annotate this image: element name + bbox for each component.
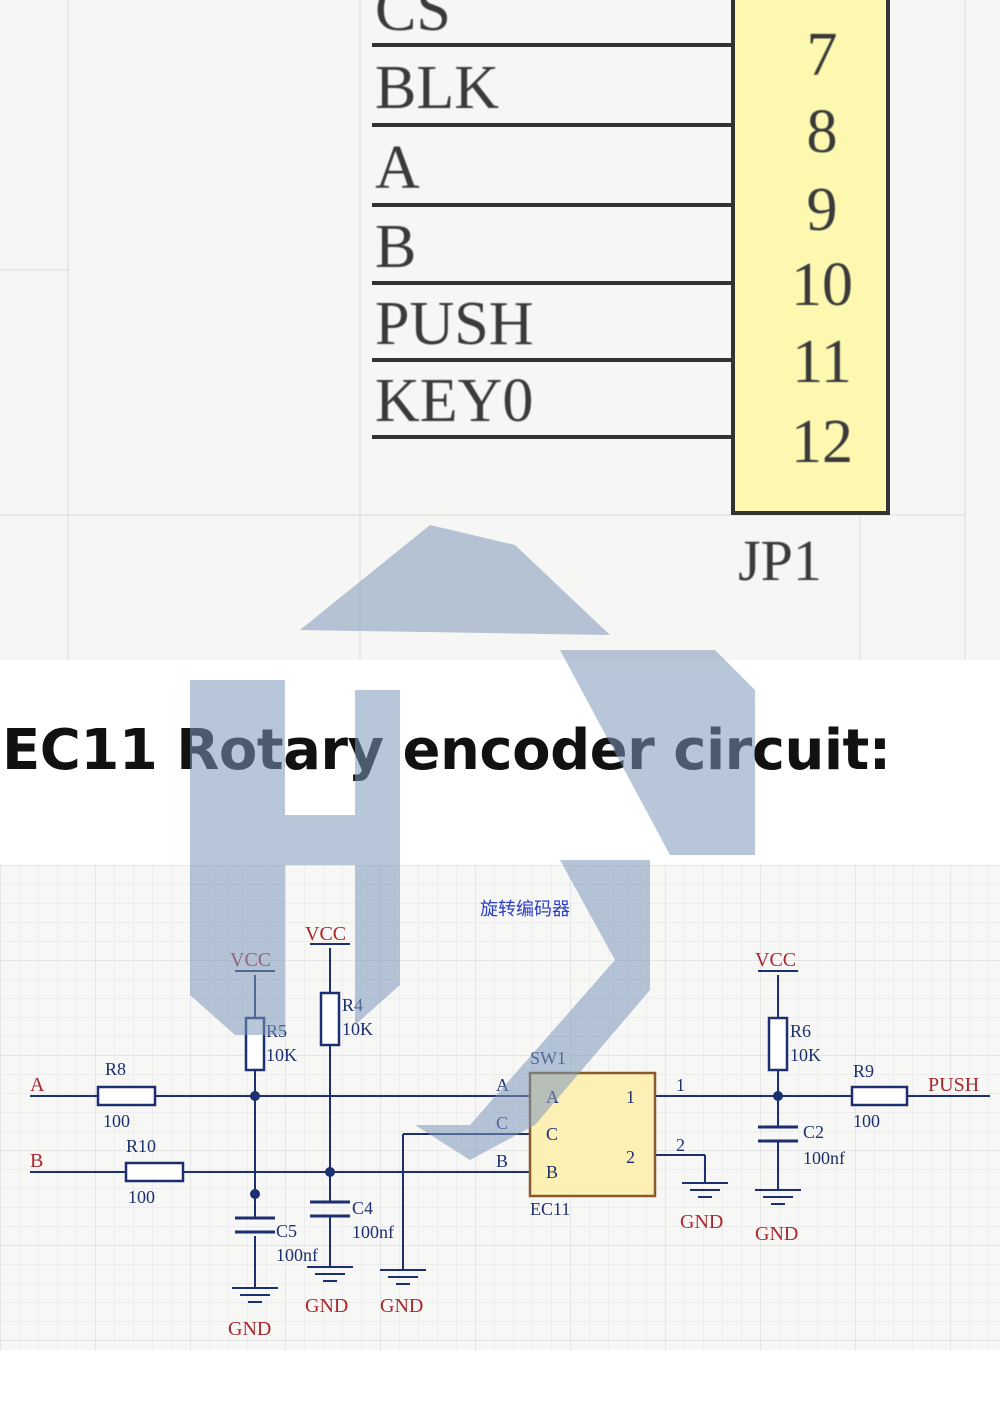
input-a-label: A bbox=[30, 1074, 45, 1096]
gnd-label: GND bbox=[228, 1318, 271, 1340]
gnd-symbol-c4 bbox=[307, 1266, 353, 1282]
c4-value: 100nf bbox=[352, 1222, 394, 1242]
switch-pin-a-outer: A bbox=[496, 1075, 509, 1095]
schematic-grid bbox=[0, 865, 1000, 1350]
resistor-r5 bbox=[244, 1016, 266, 1072]
signal-labels: CS BLK A B PUSH KEY0 bbox=[375, 0, 534, 435]
pin-number: 8 bbox=[807, 98, 838, 166]
pin-number: 11 bbox=[792, 328, 852, 396]
switch-part: EC11 bbox=[530, 1199, 570, 1219]
switch-pin-c-inner: C bbox=[546, 1124, 558, 1144]
vcc-label: VCC bbox=[755, 949, 796, 971]
vcc-label: VCC bbox=[230, 949, 271, 971]
gnd-label: GND bbox=[305, 1295, 348, 1317]
signal-label-blk: BLK bbox=[375, 54, 499, 122]
r9-value: 100 bbox=[853, 1111, 880, 1131]
c5-ref: C5 bbox=[276, 1221, 297, 1241]
switch-pin-1-outer: 1 bbox=[676, 1075, 685, 1095]
gnd-symbol-sw bbox=[682, 1182, 728, 1198]
r8-ref: R8 bbox=[105, 1059, 126, 1079]
r9-ref: R9 bbox=[853, 1061, 874, 1081]
r6-value: 10K bbox=[790, 1045, 821, 1065]
switch-pin-2-outer: 2 bbox=[676, 1135, 685, 1155]
r6-ref: R6 bbox=[790, 1021, 811, 1041]
pin-number: 7 bbox=[807, 21, 838, 89]
signal-label-b: B bbox=[375, 213, 416, 281]
c2-value: 100nf bbox=[803, 1148, 845, 1168]
gnd-label: GND bbox=[380, 1295, 423, 1317]
rotary-encoder-note: 旋转编码器 bbox=[480, 899, 570, 919]
resistor-r8 bbox=[96, 1085, 157, 1107]
pin-number: 12 bbox=[791, 408, 853, 476]
connector-panel: CS BLK A B PUSH KEY0 7 8 9 10 11 12 JP1 bbox=[0, 0, 1000, 660]
resistor-r9 bbox=[850, 1085, 909, 1107]
signal-label-cs: CS bbox=[375, 0, 451, 44]
signal-label-key0: KEY0 bbox=[375, 367, 533, 435]
pin-number: 10 bbox=[791, 251, 853, 319]
resistor-r10 bbox=[124, 1161, 185, 1183]
switch-pin-b-inner: B bbox=[546, 1162, 558, 1182]
pin-number: 9 bbox=[807, 176, 838, 244]
signal-wires bbox=[372, 43, 733, 439]
signal-label-push: PUSH bbox=[375, 290, 534, 358]
capacitors bbox=[235, 1125, 798, 1234]
resistor-r4 bbox=[319, 991, 341, 1047]
input-b-label: B bbox=[30, 1150, 43, 1172]
c2-ref: C2 bbox=[803, 1122, 824, 1142]
gnd-symbol-c bbox=[380, 1269, 426, 1285]
resistor-r6 bbox=[767, 1016, 789, 1072]
switch-pin-b-outer: B bbox=[496, 1151, 508, 1171]
schematic-panel: VCC VCC VCC GND GND GND GND GND A B PUSH… bbox=[0, 865, 1000, 1350]
c5-value: 100nf bbox=[276, 1245, 318, 1265]
connector-ref: JP1 bbox=[738, 528, 822, 593]
connector-drawing: CS BLK A B PUSH KEY0 7 8 9 10 11 12 JP1 bbox=[0, 0, 966, 660]
r8-value: 100 bbox=[103, 1111, 130, 1131]
connector-body bbox=[731, 0, 890, 515]
ground-symbols bbox=[232, 1182, 801, 1303]
gnd-symbol-c5 bbox=[232, 1287, 278, 1303]
r4-ref: R4 bbox=[342, 995, 363, 1015]
schematic-drawing: VCC VCC VCC GND GND GND GND GND A B PUSH… bbox=[0, 865, 1000, 1350]
switch-pin-2-inner: 2 bbox=[626, 1147, 635, 1167]
output-push-label: PUSH bbox=[928, 1074, 979, 1096]
signal-label-a: A bbox=[375, 134, 420, 202]
c4-ref: C4 bbox=[352, 1198, 373, 1218]
gnd-symbol-c2 bbox=[755, 1189, 801, 1205]
junctions bbox=[250, 1091, 783, 1199]
switch-pin-a-inner: A bbox=[546, 1087, 559, 1107]
gnd-label: GND bbox=[755, 1223, 798, 1245]
switch-pin-c-outer: C bbox=[496, 1113, 508, 1133]
r4-value: 10K bbox=[342, 1019, 373, 1039]
switch-ref: SW1 bbox=[530, 1048, 566, 1068]
pin-numbers: 7 8 9 10 11 12 bbox=[791, 21, 853, 476]
vcc-label: VCC bbox=[305, 923, 346, 945]
switch-pin-1-inner: 1 bbox=[626, 1087, 635, 1107]
gnd-label: GND bbox=[680, 1211, 723, 1233]
r5-value: 10K bbox=[266, 1045, 297, 1065]
page-title: EC11 Rotary encoder circuit: bbox=[2, 718, 891, 783]
r10-value: 100 bbox=[128, 1187, 155, 1207]
r5-ref: R5 bbox=[266, 1021, 287, 1041]
r10-ref: R10 bbox=[126, 1136, 156, 1156]
